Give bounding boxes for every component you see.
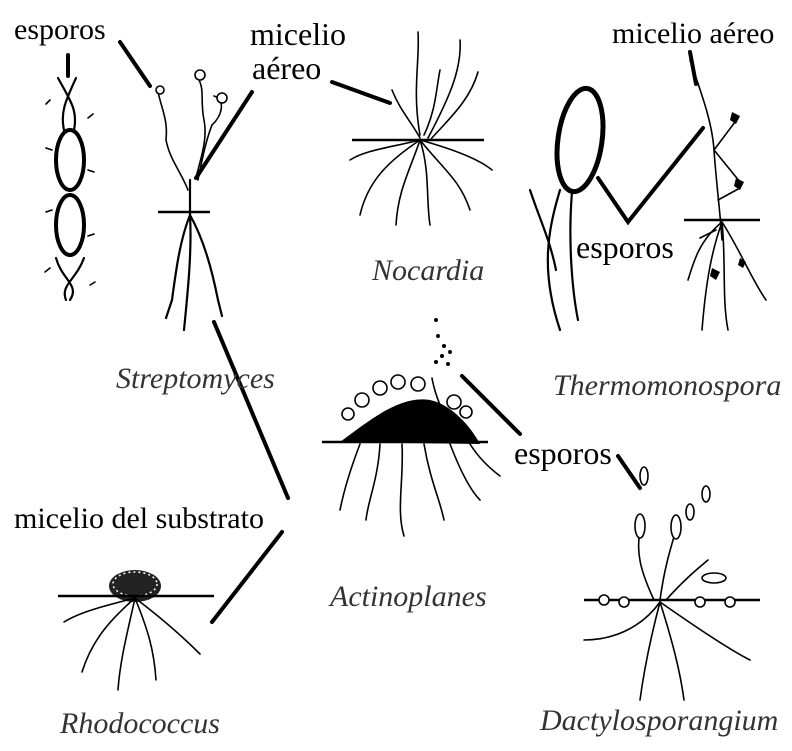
- genus-rhodococcus: Rhodococcus: [59, 707, 220, 740]
- dactylosporangium-colony: [584, 467, 760, 700]
- streptomyces-spore-chain: [45, 78, 95, 300]
- label-esporos-middle: esporos: [514, 435, 612, 471]
- pointer-esporos-thermo: [598, 128, 703, 222]
- actinoplanes-colony: [322, 318, 500, 536]
- genus-dactylosporangium: Dactylosporangium: [539, 704, 778, 737]
- pointer-esporos-dactylo: [618, 456, 640, 488]
- genus-thermomonospora: Thermomonospora: [553, 369, 781, 402]
- pointer-esporos-streptomyces: [120, 42, 150, 86]
- label-micelio-aereo-right: micelio aéreo: [612, 17, 774, 50]
- genus-nocardia: Nocardia: [371, 254, 484, 287]
- pointer-lines: [68, 42, 703, 622]
- genus-streptomyces: Streptomyces: [116, 362, 275, 395]
- rhodococcus-colony: [58, 570, 214, 690]
- label-micelio-aereo-center: micelio aéreo: [250, 16, 354, 86]
- pointer-substrato-streptomyces: [214, 322, 288, 498]
- genus-actinoplanes: Actinoplanes: [328, 580, 487, 613]
- streptomyces-colony: [156, 70, 227, 330]
- label-micelio-del-substrato: micelio del substrato: [14, 502, 264, 535]
- pointer-micelio-aereo-nocardia: [332, 82, 390, 103]
- label-esporos-top-left: esporos: [14, 13, 106, 46]
- nocardia-colony: [350, 32, 492, 225]
- pointer-esporos-actinoplanes: [462, 376, 520, 434]
- label-esporos-right: esporos: [576, 229, 674, 265]
- pointer-micelio-aereo-thermo: [690, 52, 696, 84]
- pointer-substrato-rhodococcus: [212, 532, 282, 622]
